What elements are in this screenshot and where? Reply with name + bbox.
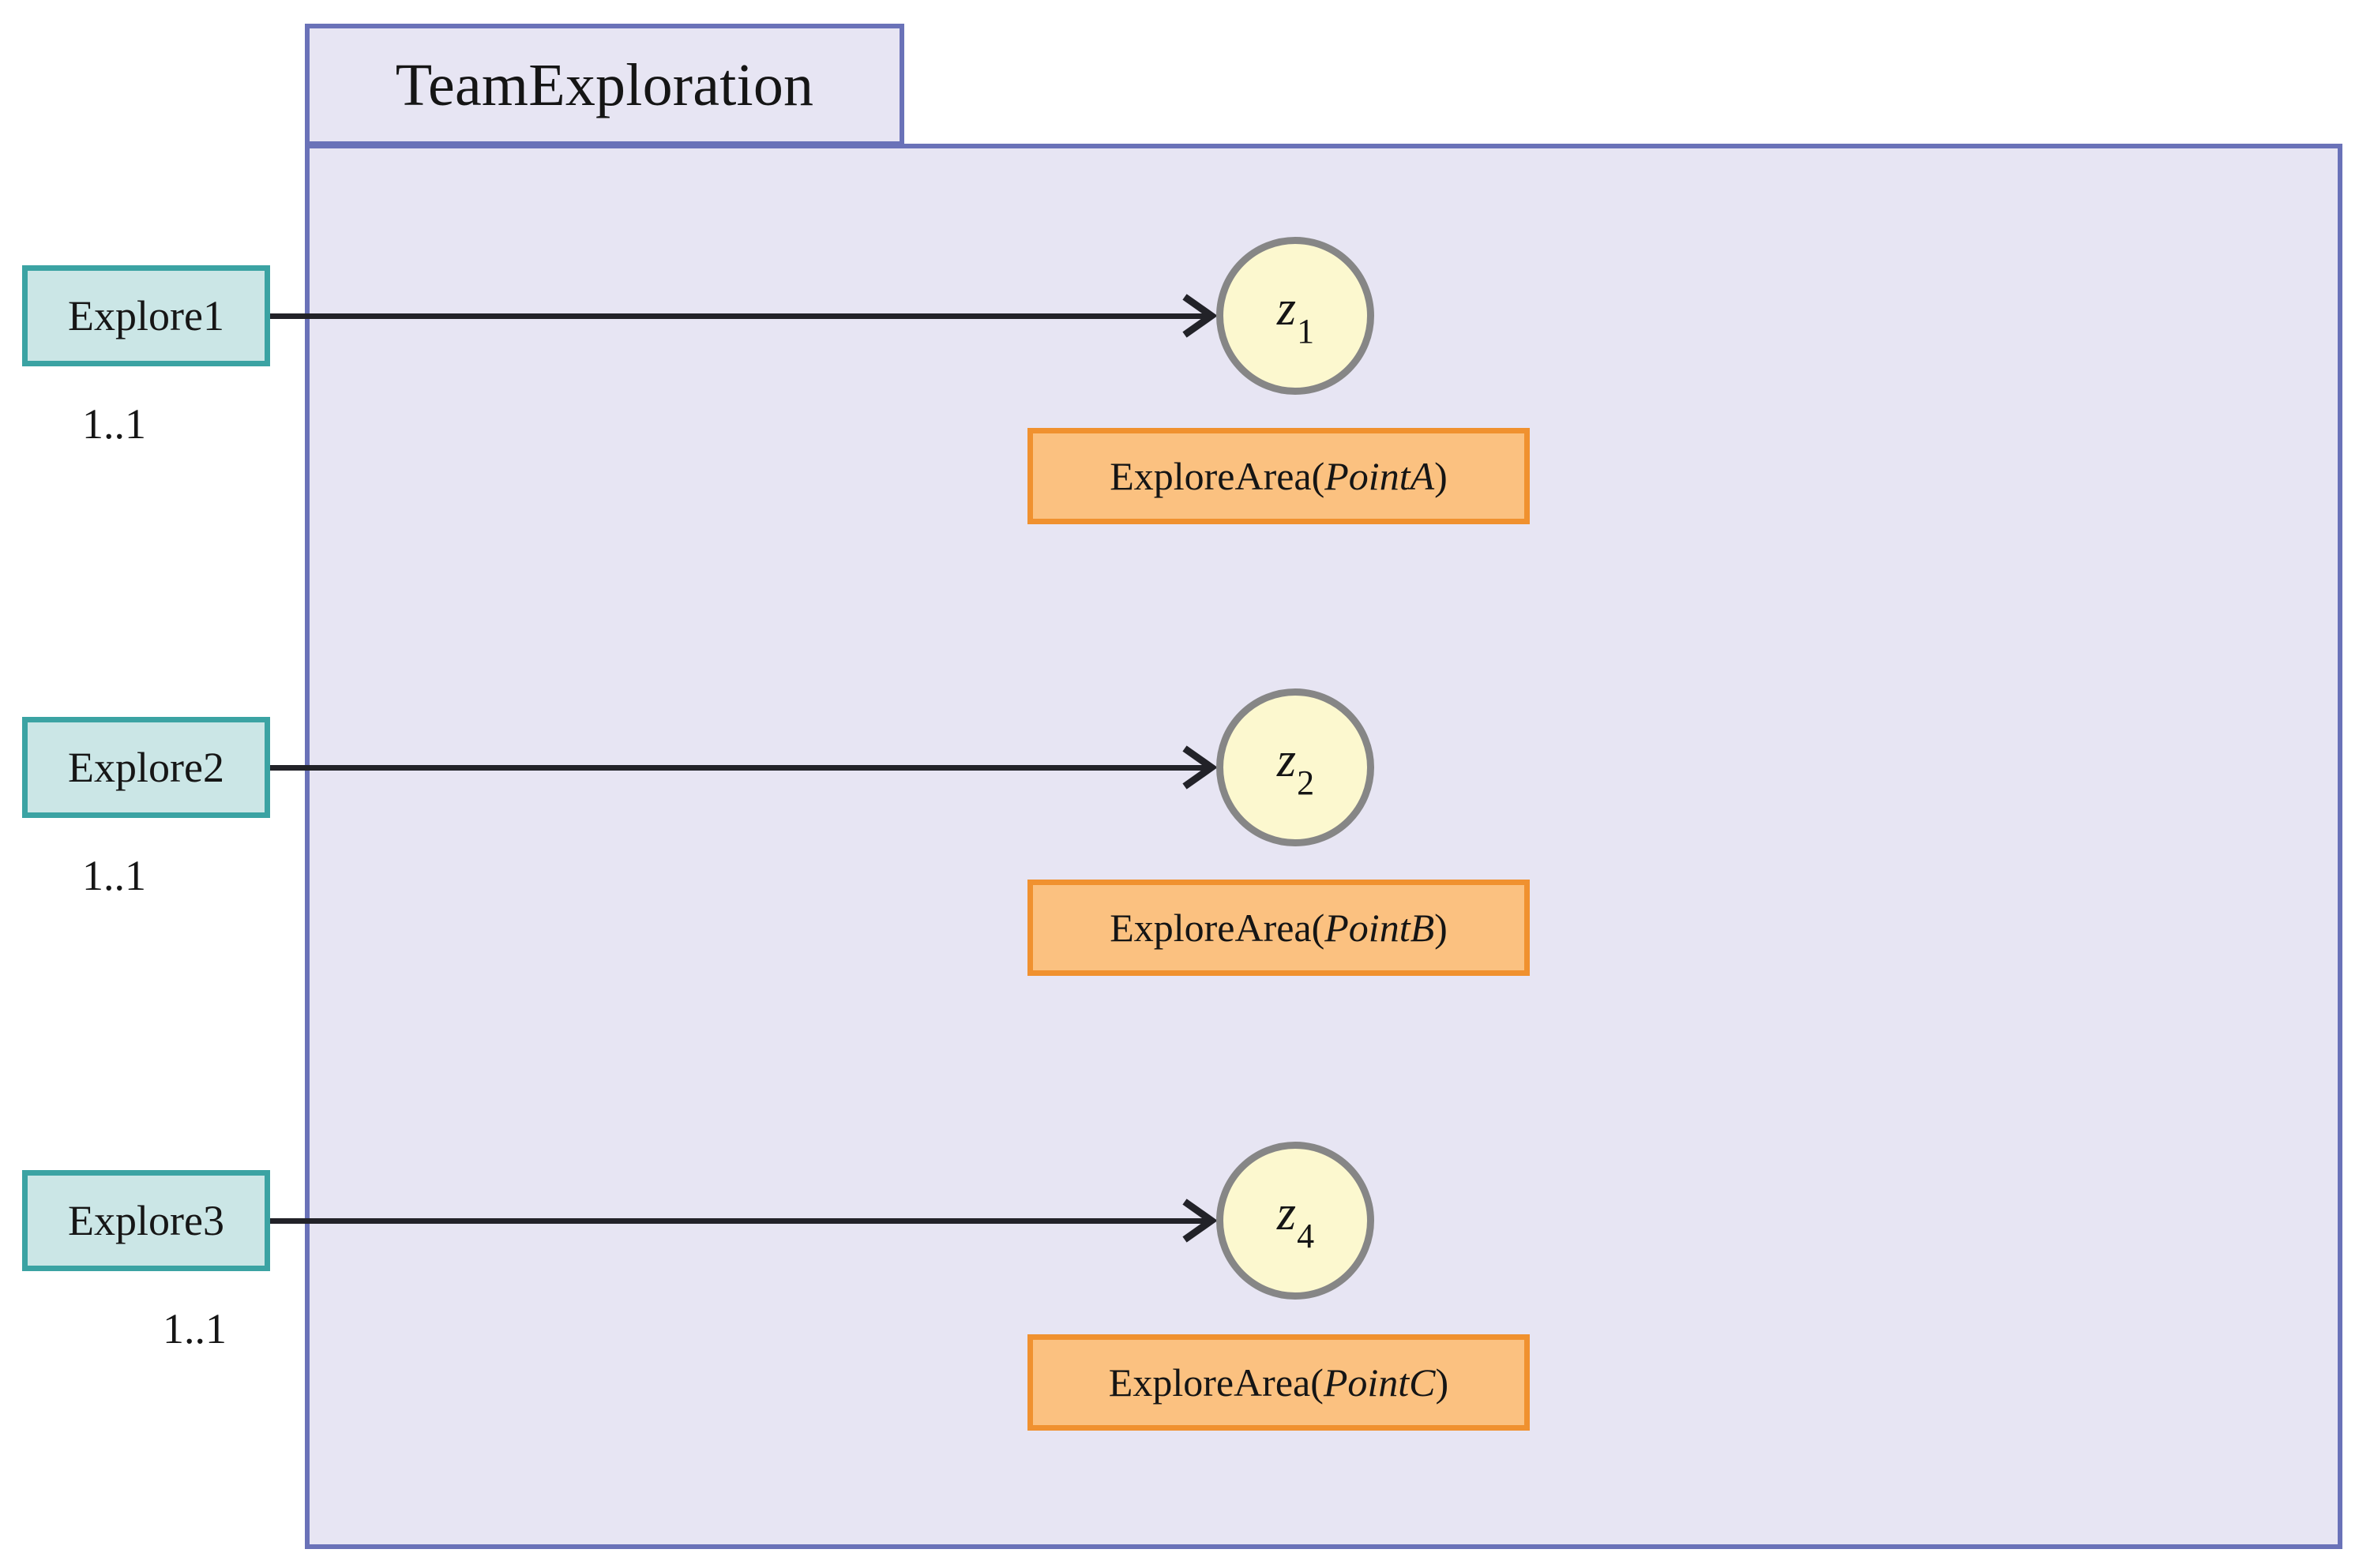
action-label-1: ExploreArea(PointA) [1110, 454, 1448, 498]
state-label-z4: z4 [1276, 1186, 1315, 1256]
action-box-3[interactable]: ExploreArea(PointC) [1027, 1334, 1530, 1431]
action-label-3: ExploreArea(PointC) [1108, 1360, 1449, 1405]
actor-box-explore3[interactable]: Explore3 [22, 1170, 270, 1271]
state-label-z1: z1 [1276, 281, 1315, 351]
package-title-tab: TeamExploration [305, 24, 904, 146]
connector-line-2 [270, 765, 1210, 771]
arrowhead-icon-1 [1181, 294, 1216, 338]
package-title: TeamExploration [395, 51, 814, 118]
action-label-2: ExploreArea(PointB) [1110, 906, 1448, 950]
action-box-1[interactable]: ExploreArea(PointA) [1027, 428, 1530, 524]
actor-box-explore2[interactable]: Explore2 [22, 717, 270, 818]
arrowhead-icon-2 [1181, 745, 1216, 790]
multiplicity-label-2: 1..1 [82, 852, 146, 899]
connector-line-1 [270, 313, 1210, 319]
multiplicity-label-1: 1..1 [82, 400, 146, 448]
actor-label: Explore1 [68, 292, 224, 339]
actor-label: Explore3 [68, 1197, 224, 1244]
multiplicity-label-3: 1..1 [163, 1305, 227, 1352]
state-label-z2: z2 [1276, 733, 1315, 803]
actor-box-explore1[interactable]: Explore1 [22, 265, 270, 366]
arrowhead-icon-3 [1181, 1199, 1216, 1243]
connector-line-3 [270, 1218, 1210, 1224]
state-node-z4[interactable]: z4 [1216, 1142, 1374, 1300]
state-node-z1[interactable]: z1 [1216, 237, 1374, 395]
state-node-z2[interactable]: z2 [1216, 688, 1374, 846]
action-box-2[interactable]: ExploreArea(PointB) [1027, 880, 1530, 976]
actor-label: Explore2 [68, 744, 224, 791]
